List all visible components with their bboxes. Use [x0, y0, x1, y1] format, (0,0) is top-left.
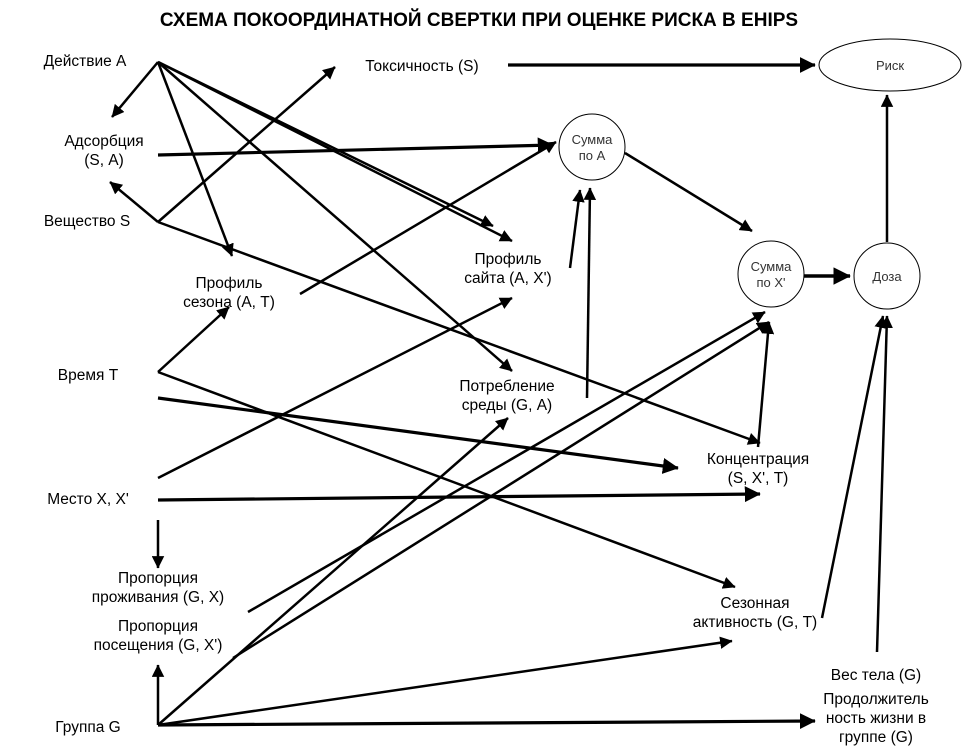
- node-season-profile-label: Профиль сезона (А, Т): [183, 275, 275, 311]
- arrow-edge: [109, 181, 159, 223]
- node-place-label: Место X, X': [47, 491, 129, 508]
- arrow-edge: [247, 310, 766, 614]
- arrow-edge: [157, 417, 509, 726]
- node-label-line: Профиль: [475, 251, 542, 268]
- node-label-line: группе (G): [839, 729, 913, 746]
- node-weight-label: Вес тела (G): [831, 667, 921, 684]
- arrow-edge: [157, 296, 513, 480]
- node-action-label: Действие А: [44, 53, 127, 70]
- node-label-line: Пропорция: [118, 618, 198, 635]
- node-group-label: Группа G: [55, 719, 121, 736]
- arrow-edge: [568, 189, 585, 269]
- arrow-edge: [232, 320, 770, 660]
- node-label-line: Время Т: [58, 367, 119, 384]
- node-label-line: Продолжитель: [823, 691, 929, 708]
- node-risk-label: Риск: [876, 58, 904, 73]
- node-label-line: сайта (А, X'): [464, 270, 551, 287]
- arrow-edge: [875, 315, 893, 653]
- arrow-edge: [157, 396, 679, 474]
- arrow-edge: [157, 306, 230, 373]
- node-label-line: Действие А: [44, 53, 127, 70]
- arrow-edge: [157, 636, 733, 727]
- arrow-edge: [111, 61, 159, 118]
- node-label-line: Доза: [872, 269, 902, 284]
- node-label-line: Пропорция: [118, 570, 198, 587]
- arrow-edge: [756, 321, 775, 448]
- arrow-edge: [820, 315, 887, 619]
- node-label-line: Сумма: [572, 132, 614, 147]
- node-residence-label: Пропорция проживания (G, X): [92, 570, 224, 606]
- node-visit-label: Пропорция посещения (G, X'): [94, 618, 223, 654]
- node-label-line: посещения (G, X'): [94, 637, 223, 654]
- node-label-line: Группа G: [55, 719, 121, 736]
- node-label-line: среды (G, А): [462, 397, 552, 414]
- node-toxicity-label: Токсичность (S): [365, 58, 478, 75]
- node-seasonal-label: Сезонная активность (G, Т): [693, 595, 817, 631]
- node-label-line: Риск: [876, 58, 904, 73]
- node-adsorption-label: Адсорбция (S, А): [64, 133, 143, 169]
- node-label-line: Место X, X': [47, 491, 129, 508]
- node-risk-shape: [818, 38, 962, 92]
- arrow-edge: [157, 220, 761, 445]
- node-label-line: Адсорбция: [64, 133, 143, 150]
- node-label-line: ность жизни в: [826, 710, 926, 727]
- node-substance-label: Вещество S: [44, 213, 130, 230]
- arrow-edge: [624, 151, 753, 233]
- node-label-line: Концентрация: [707, 451, 809, 468]
- arrow-edge: [157, 66, 336, 223]
- node-dose-shape: [853, 242, 921, 310]
- node-sum-x-shape: [737, 240, 805, 308]
- arrow-edge: [157, 61, 513, 372]
- node-label-line: проживания (G, X): [92, 589, 224, 606]
- node-label-line: Потребление: [459, 378, 554, 395]
- node-sum-a-shape: [558, 113, 626, 181]
- arrow-edge: [299, 140, 557, 296]
- diagram-title: СХЕМА ПОКООРДИНАТНОЙ СВЕРТКИ ПРИ ОЦЕНКЕ …: [160, 9, 798, 31]
- node-label-line: Профиль: [196, 275, 263, 292]
- edges: [109, 57, 894, 730]
- arrow-edge: [157, 60, 494, 228]
- node-label-line: (S, А): [84, 152, 124, 169]
- node-label-line: Токсичность (S): [365, 58, 478, 75]
- node-label-line: Вещество S: [44, 213, 130, 230]
- node-consumption-label: Потребление среды (G, А): [459, 378, 554, 414]
- node-site-profile-label: Профиль сайта (А, X'): [464, 251, 551, 287]
- node-label-line: активность (G, Т): [693, 614, 817, 631]
- node-label-line: Сезонная: [720, 595, 789, 612]
- node-concentration-label: Концентрация (S, X', Т): [707, 451, 809, 487]
- arrow-edge: [157, 486, 761, 503]
- node-lifespan-label: Продолжитель ность жизни в группе (G): [823, 691, 929, 746]
- node-time-label: Время Т: [58, 367, 119, 384]
- arrow-edge: [157, 370, 736, 589]
- arrow-edge: [156, 61, 234, 257]
- node-label-line: по А: [579, 148, 606, 163]
- node-label-line: (S, X', Т): [728, 470, 789, 487]
- node-label-line: Вес тела (G): [831, 667, 921, 684]
- node-label-line: по X': [756, 275, 785, 290]
- node-label-line: сезона (А, Т): [183, 294, 275, 311]
- arrow-edge: [157, 137, 554, 157]
- node-label-line: Сумма: [751, 259, 793, 274]
- node-labels: Действие А Адсорбция (S, А) Вещество S Токси…: [44, 53, 929, 746]
- node-dose-label: Доза: [872, 269, 902, 284]
- arrow-edge: [157, 713, 816, 730]
- arrow-edge: [583, 187, 597, 399]
